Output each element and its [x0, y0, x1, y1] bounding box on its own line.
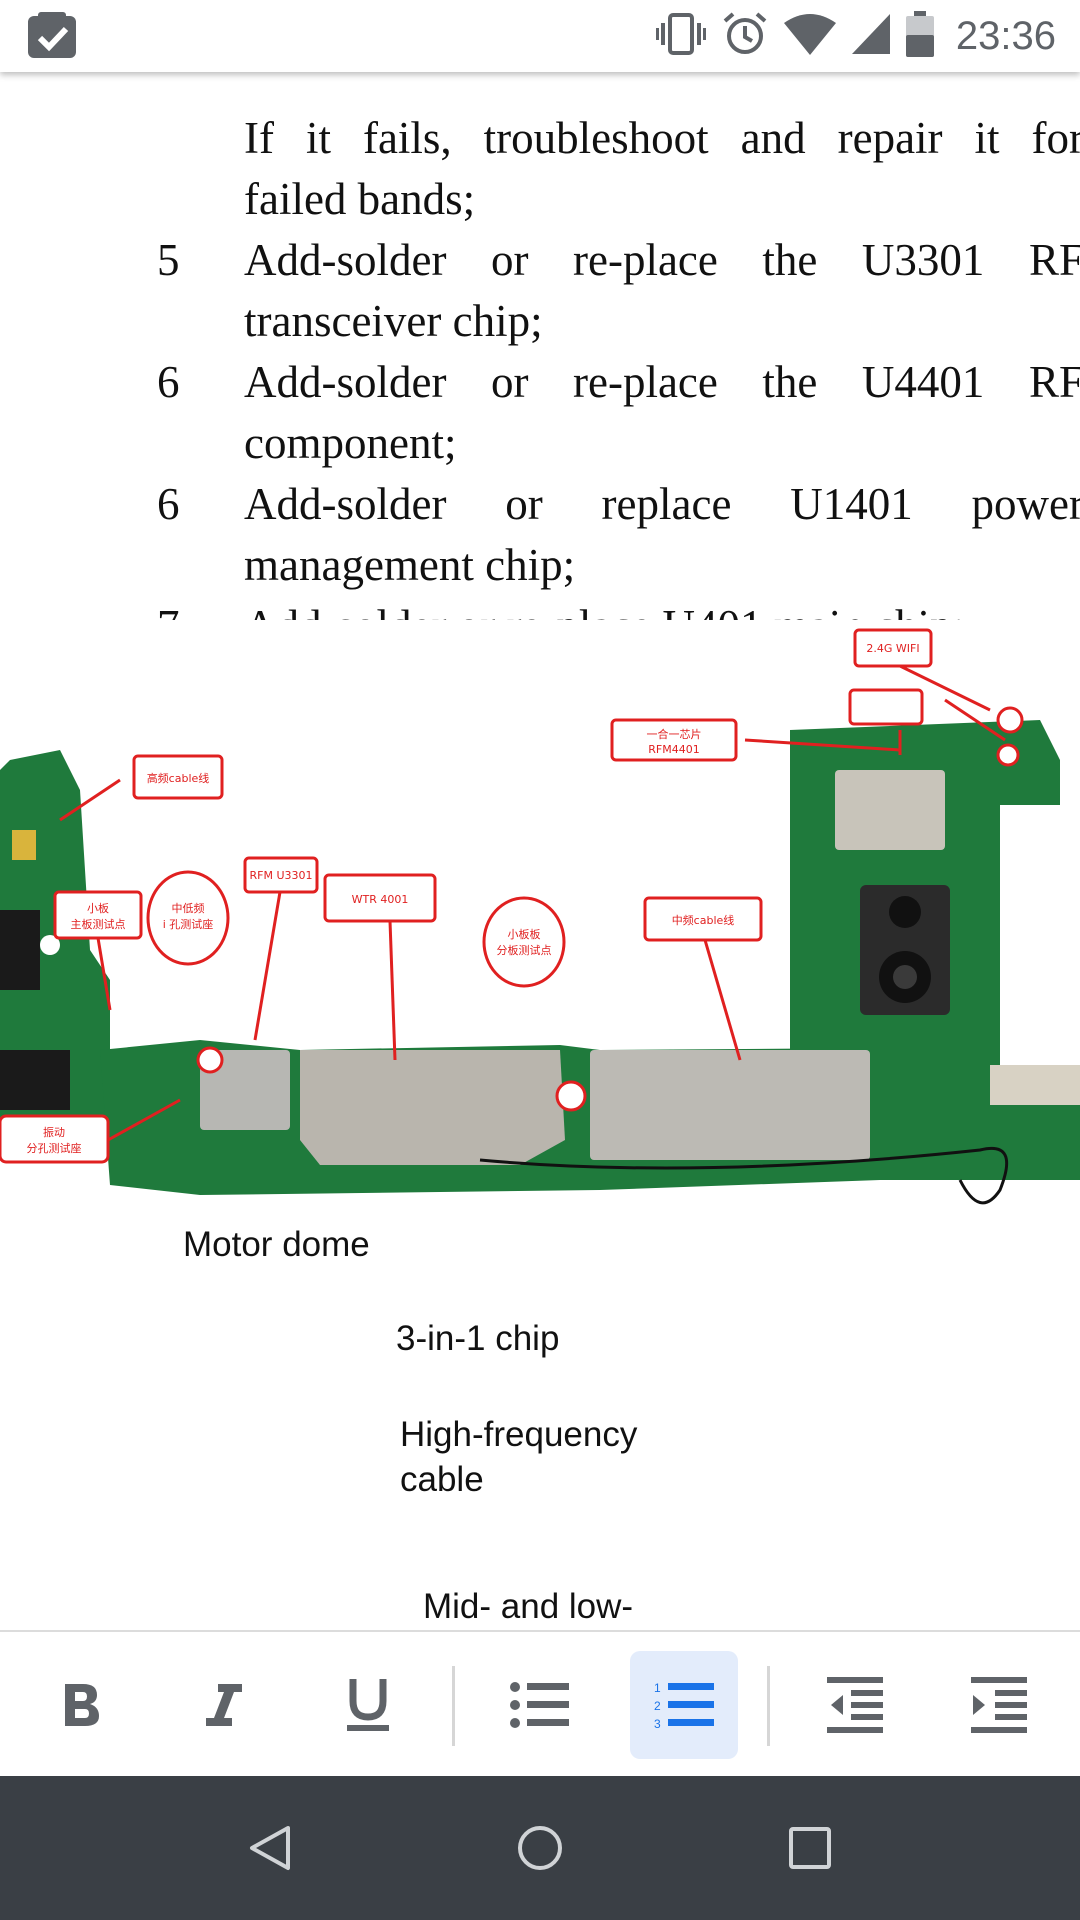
document-body[interactable]: If it fails, troubleshoot and repair it …: [0, 72, 1080, 1630]
numbered-list-icon: 1 2 3: [654, 1681, 714, 1730]
photo-label: 小板板: [508, 927, 541, 941]
list-number: 5: [157, 235, 180, 285]
decrease-indent-icon: [827, 1677, 883, 1733]
doc-line[interactable]: Add-solder or re-place the U3301 RF: [244, 235, 1080, 285]
italic-icon: [206, 1684, 242, 1726]
photo-label: 中频cable线: [672, 913, 735, 927]
bulleted-list-button[interactable]: [485, 1651, 593, 1759]
status-bar: 23:36: [0, 0, 1080, 72]
home-button[interactable]: [500, 1808, 580, 1888]
caption-mid-low[interactable]: Mid- and low-: [423, 1587, 634, 1626]
photo-label: 分孔测试座: [27, 1141, 82, 1155]
bold-button[interactable]: [27, 1651, 135, 1759]
bulleted-list-icon: [510, 1682, 569, 1728]
numbered-list-button[interactable]: 1 2 3: [630, 1651, 738, 1759]
photo-label: 一合一芯片: [647, 727, 702, 741]
toolbar-divider: [452, 1666, 455, 1746]
photo-label: RFM U3301: [249, 869, 312, 882]
svg-text:2: 2: [654, 1699, 661, 1713]
doc-line[interactable]: transceiver chip;: [244, 296, 543, 346]
task-check-icon: [26, 12, 80, 65]
battery-icon: [905, 10, 934, 62]
italic-button[interactable]: [170, 1651, 278, 1759]
increase-indent-icon: [971, 1677, 1027, 1733]
alarm-icon: [722, 11, 768, 62]
doc-line[interactable]: If it fails, troubleshoot and repair it …: [244, 113, 1080, 163]
photo-label: 2.4G WIFI: [866, 642, 919, 655]
photo-label: i 孔测试座: [163, 917, 214, 931]
photo-label: 中低频: [172, 901, 205, 915]
list-number: 6: [157, 357, 180, 407]
list-number: 6: [157, 479, 180, 529]
photo-label: 高频cable线: [147, 771, 210, 785]
home-icon: [518, 1826, 562, 1870]
doc-line[interactable]: Add-solder or replace U1401 power: [244, 479, 1080, 529]
doc-line[interactable]: Add-solder or re-place the U4401 RF: [244, 357, 1080, 407]
caption-hf-cable-line1[interactable]: High-frequency: [400, 1415, 638, 1454]
photo-label: 主板测试点: [71, 917, 126, 931]
clock-time: 23:36: [955, 13, 1056, 58]
formatting-toolbar: 1 2 3: [0, 1630, 1080, 1778]
caption-3-in-1-chip[interactable]: 3-in-1 chip: [396, 1319, 560, 1358]
increase-indent-button[interactable]: [945, 1651, 1053, 1759]
recents-icon: [789, 1827, 831, 1869]
bold-icon: [65, 1684, 99, 1726]
recents-button[interactable]: [770, 1808, 850, 1888]
cell-signal-icon: [851, 13, 890, 59]
photo-label: 振动: [43, 1125, 65, 1139]
photo-label: RFM4401: [648, 743, 699, 756]
svg-text:1: 1: [654, 1681, 661, 1695]
photo-label: WTR 4001: [352, 893, 409, 906]
doc-line[interactable]: management chip;: [244, 540, 576, 590]
photo-label: 分板测试点: [497, 943, 552, 957]
caption-hf-cable-line2[interactable]: cable: [400, 1460, 484, 1499]
underline-icon: [347, 1679, 389, 1731]
caption-motor-dome[interactable]: Motor dome: [183, 1225, 370, 1264]
circuit-board-image[interactable]: 2.4G WIFI 一合一芯片 RFM4401 高频cable线 RFM U33…: [0, 620, 1080, 1250]
svg-text:3: 3: [654, 1717, 661, 1730]
vibrate-icon: [655, 11, 706, 62]
wifi-icon: [783, 13, 836, 60]
doc-line[interactable]: failed bands;: [244, 174, 476, 224]
back-icon: [250, 1826, 290, 1870]
back-button[interactable]: [230, 1808, 310, 1888]
system-nav-bar: [0, 1776, 1080, 1920]
toolbar-divider: [767, 1666, 770, 1746]
decrease-indent-button[interactable]: [801, 1651, 909, 1759]
photo-label: 小板: [87, 901, 109, 915]
doc-line[interactable]: component;: [244, 418, 457, 468]
underline-button[interactable]: [314, 1651, 422, 1759]
